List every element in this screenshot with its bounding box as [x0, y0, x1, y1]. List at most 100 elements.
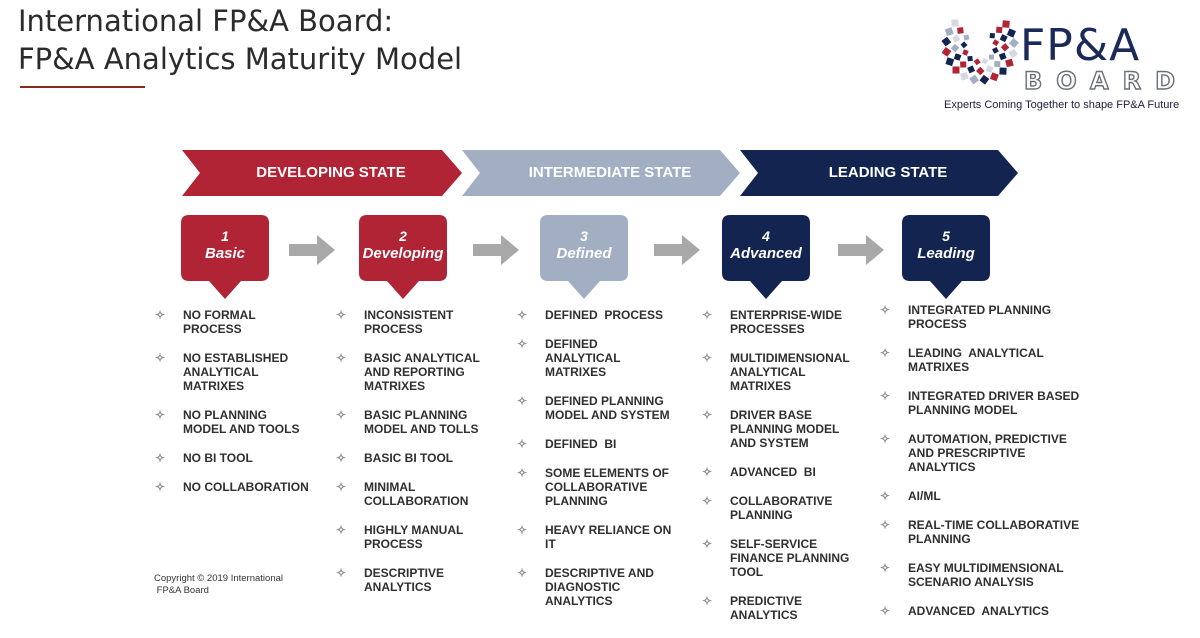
list-item: ✧ADVANCED ANALYTICS — [880, 604, 1090, 618]
logo-tile — [957, 27, 964, 34]
state-label-leading: LEADING STATE — [828, 164, 948, 181]
list-item-text-line: MODEL AND SYSTEM — [545, 408, 670, 422]
level-2-developing: 2 Developing — [359, 215, 447, 303]
list-item: ✧BASIC BI TOOL — [336, 451, 506, 465]
level-5-name: Leading — [917, 245, 975, 262]
list-item-text-line: HIGHLY MANUAL — [364, 523, 464, 537]
diamond-bullet-icon: ✧ — [880, 389, 891, 403]
diamond-bullet-icon: ✧ — [702, 494, 713, 508]
list-item-text-line: ANALYTICAL — [730, 365, 806, 379]
list-item-text-line: SELF-SERVICE — [730, 537, 818, 551]
list-item-text-line: DIAGNOSTIC — [545, 580, 621, 594]
diamond-bullet-icon: ✧ — [155, 308, 166, 322]
logo-tile — [944, 27, 954, 37]
diamond-bullet-icon: ✧ — [517, 337, 528, 351]
list-item-text-line: EASY MULTIDIMENSIONAL — [908, 561, 1064, 575]
logo-tile — [989, 72, 999, 82]
level-3-name: Defined — [556, 245, 612, 262]
list-item: ✧AI/ML — [880, 489, 1090, 503]
list-item-text-line: ENTERPRISE-WIDE — [730, 308, 843, 322]
diamond-bullet-icon: ✧ — [702, 594, 713, 608]
diamond-bullet-icon: ✧ — [702, 308, 713, 322]
logo-tile — [981, 57, 989, 65]
list-item-text-line: HEAVY RELIANCE ON — [545, 523, 672, 537]
list-item-text-line: MATRIXES — [908, 360, 970, 374]
list-item-text-line: BASIC BI TOOL — [364, 451, 454, 465]
diamond-bullet-icon: ✧ — [336, 480, 347, 494]
logo-tile — [979, 74, 990, 85]
state-chevron-developing — [182, 150, 462, 196]
logo-tile — [959, 71, 969, 81]
list-item-text-line: INCONSISTENT — [364, 308, 454, 322]
list-item-text-line: ADVANCED BI — [730, 465, 816, 479]
level-4-shape — [722, 215, 810, 299]
logo-tile — [985, 65, 994, 74]
diamond-bullet-icon: ✧ — [336, 566, 347, 580]
list-item-text-line: MINIMAL — [364, 480, 416, 494]
list-item-text-line: ANALYTICAL — [183, 365, 259, 379]
logo-tile — [999, 67, 1007, 75]
logo-tile — [950, 43, 960, 53]
list-item-text-line: MODEL AND TOOLS — [183, 422, 300, 436]
logo-tile — [995, 26, 1003, 34]
list-item-text-line: MATRIXES — [183, 379, 245, 393]
diamond-bullet-icon: ✧ — [336, 408, 347, 422]
diamond-bullet-icon: ✧ — [880, 561, 891, 575]
list-item-text-line: ANALYTICS — [364, 580, 432, 594]
logo-tile — [1008, 38, 1019, 48]
logo-tile — [1008, 48, 1019, 59]
diamond-bullet-icon: ✧ — [880, 432, 891, 446]
level-5-shape — [902, 215, 990, 299]
diamond-bullet-icon: ✧ — [517, 308, 528, 322]
list-item-text-line: PLANNING MODEL — [730, 422, 840, 436]
list-item-text-line: DESCRIPTIVE — [364, 566, 445, 580]
arrow-right-icon — [473, 235, 519, 265]
diamond-bullet-icon: ✧ — [880, 518, 891, 532]
list-item-text-line: ADVANCED ANALYTICS — [908, 604, 1049, 618]
state-chevron-intermediate — [462, 150, 740, 196]
list-item-text-line: PROCESS — [183, 322, 242, 336]
logo-tile — [941, 36, 952, 47]
list-item-text-line: NO PLANNING — [183, 408, 267, 422]
list-item-text-line: PLANNING — [730, 508, 793, 522]
level-5-number: 5 — [942, 228, 950, 244]
diamond-bullet-icon: ✧ — [336, 308, 347, 322]
list-item-text-line: MODEL AND TOLLS — [364, 422, 479, 436]
level-4-advanced: 4 Advanced — [722, 215, 810, 303]
list-item-text-line: AND SYSTEM — [730, 436, 809, 450]
copyright-notice: Copyright © 2019 International FP&A Boar… — [154, 573, 304, 597]
logo-primary-text: FP&A — [1020, 20, 1141, 71]
fpa-board-logo-icon — [941, 19, 1019, 85]
diamond-bullet-icon: ✧ — [155, 451, 166, 465]
page-title-line-2: FP&A Analytics Maturity Model — [18, 42, 463, 76]
list-item-text-line: PROCESSES — [730, 322, 805, 336]
logo-tile — [994, 60, 1001, 68]
arrow-right-icon — [289, 235, 335, 265]
diamond-bullet-icon: ✧ — [517, 466, 528, 480]
list-item-text-line: MATRIXES — [364, 379, 426, 393]
state-banner: DEVELOPING STATE INTERMEDIATE STATE LEAD… — [180, 150, 1020, 196]
logo-tile — [952, 66, 960, 74]
arrow-right-icon — [838, 235, 884, 265]
list-item-text-line: AI/ML — [908, 489, 941, 503]
logo-tile — [1006, 28, 1016, 38]
list-item-text-line: DEFINED PLANNING — [545, 394, 664, 408]
list-item-text-line: IT — [545, 537, 556, 551]
list-item-text-line: ANALYTICS — [908, 460, 976, 474]
